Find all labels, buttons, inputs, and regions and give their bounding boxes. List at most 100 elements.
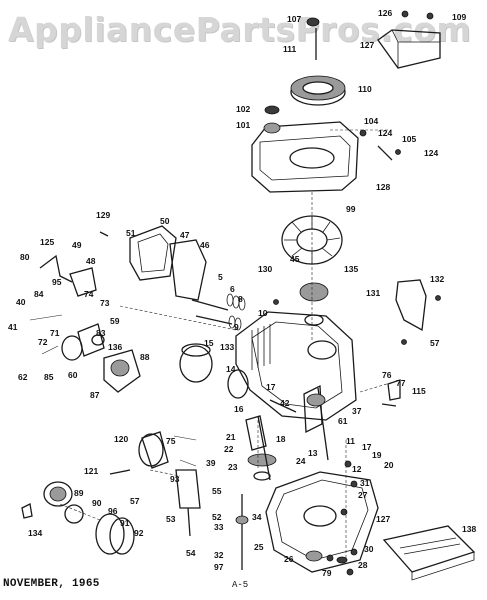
callout-85: 85	[44, 372, 54, 382]
assembly-guide-lines	[59, 305, 401, 560]
callout-110: 110	[358, 84, 372, 94]
callout-45: 45	[290, 254, 300, 264]
callout-46: 46	[200, 240, 210, 250]
callout-47: 47	[180, 230, 190, 240]
callout-126: 126	[378, 8, 392, 18]
callout-88: 88	[140, 352, 150, 362]
callout-61: 61	[338, 416, 348, 426]
callout-31: 31	[360, 478, 370, 488]
callout-37: 37	[352, 406, 362, 416]
callout-127b: 127	[376, 514, 390, 524]
recoil-starter	[21, 469, 249, 570]
callout-76: 76	[382, 370, 392, 380]
callout-74: 74	[84, 289, 94, 299]
callout-133: 133	[220, 342, 234, 352]
callout-115: 115	[412, 386, 426, 396]
camshaft	[245, 415, 277, 481]
callout-124b: 124	[424, 148, 438, 158]
small-hardware	[173, 295, 441, 576]
callout-39: 39	[206, 458, 216, 468]
callout-12: 12	[352, 464, 362, 474]
callout-132: 132	[430, 274, 444, 284]
callout-130: 130	[258, 264, 272, 274]
callout-91: 91	[120, 518, 130, 528]
callout-22: 22	[224, 444, 234, 454]
engine-block	[179, 293, 357, 421]
callout-102: 102	[236, 104, 250, 114]
callout-105: 105	[402, 134, 416, 144]
callout-127: 127	[360, 40, 374, 50]
callout-136: 136	[108, 342, 122, 352]
callout-138: 138	[462, 524, 476, 534]
callout-93: 93	[170, 474, 180, 484]
callout-125: 125	[40, 237, 54, 247]
callout-90: 90	[92, 498, 102, 508]
callout-107: 107	[287, 14, 301, 24]
callout-79: 79	[322, 568, 332, 578]
callout-75: 75	[166, 436, 176, 446]
callout-8: 8	[238, 294, 243, 304]
carburetor-assembly	[29, 225, 207, 393]
callout-33: 33	[214, 522, 224, 532]
callout-104: 104	[364, 116, 378, 126]
callout-96: 96	[108, 506, 118, 516]
callout-54: 54	[186, 548, 196, 558]
callout-129: 129	[96, 210, 110, 220]
callout-13: 13	[308, 448, 318, 458]
callout-109: 109	[452, 12, 466, 22]
callout-40: 40	[16, 297, 26, 307]
callout-19: 19	[372, 450, 382, 460]
callout-20: 20	[384, 460, 394, 470]
shroud-bracket	[395, 279, 427, 332]
part-callouts: 107 126 109 111 127 110 102 101 104 124 …	[8, 8, 476, 578]
callout-124: 124	[378, 128, 392, 138]
crankshaft	[269, 384, 329, 461]
callout-83: 83	[96, 328, 106, 338]
callout-120: 120	[114, 434, 128, 444]
callout-84: 84	[34, 289, 44, 299]
callout-21: 21	[226, 432, 236, 442]
callout-11: 11	[346, 436, 355, 446]
callout-16: 16	[234, 404, 244, 414]
callout-17: 17	[266, 382, 276, 392]
callout-131: 131	[366, 288, 380, 298]
callout-95: 95	[52, 277, 62, 287]
callout-30: 30	[364, 544, 374, 554]
callout-41: 41	[8, 322, 18, 332]
callout-15: 15	[204, 338, 214, 348]
callout-111: 111	[283, 44, 297, 54]
callout-55: 55	[212, 486, 222, 496]
callout-92: 92	[134, 528, 144, 538]
page-number: A-5	[232, 580, 249, 590]
callout-72: 72	[38, 337, 48, 347]
callout-10: 10	[258, 308, 268, 318]
callout-80: 80	[20, 252, 30, 262]
callout-17b: 17	[362, 442, 372, 452]
callout-51: 51	[126, 228, 136, 238]
callout-135: 135	[344, 264, 358, 274]
flywheel-fan	[281, 192, 343, 340]
callout-49: 49	[72, 240, 82, 250]
callout-24: 24	[296, 456, 306, 466]
callout-71: 71	[50, 328, 60, 338]
callout-32: 32	[214, 550, 224, 560]
callout-89: 89	[74, 488, 84, 498]
callout-77: 77	[396, 378, 406, 388]
callout-9: 9	[234, 322, 239, 332]
callout-60: 60	[68, 370, 78, 380]
callout-97: 97	[214, 562, 224, 572]
callout-73: 73	[100, 298, 110, 308]
callout-99: 99	[346, 204, 356, 214]
callout-50: 50	[160, 216, 170, 226]
callout-48: 48	[86, 256, 96, 266]
callout-5: 5	[218, 272, 223, 282]
callout-28: 28	[358, 560, 368, 570]
callout-121: 121	[84, 466, 98, 476]
callout-18: 18	[276, 434, 286, 444]
air-cleaner-assembly	[251, 10, 441, 193]
revision-date: NOVEMBER, 1965	[3, 578, 100, 590]
callout-14: 14	[226, 364, 236, 374]
callout-59: 59	[110, 316, 120, 326]
callout-128: 128	[376, 182, 390, 192]
callout-23: 23	[228, 462, 238, 472]
